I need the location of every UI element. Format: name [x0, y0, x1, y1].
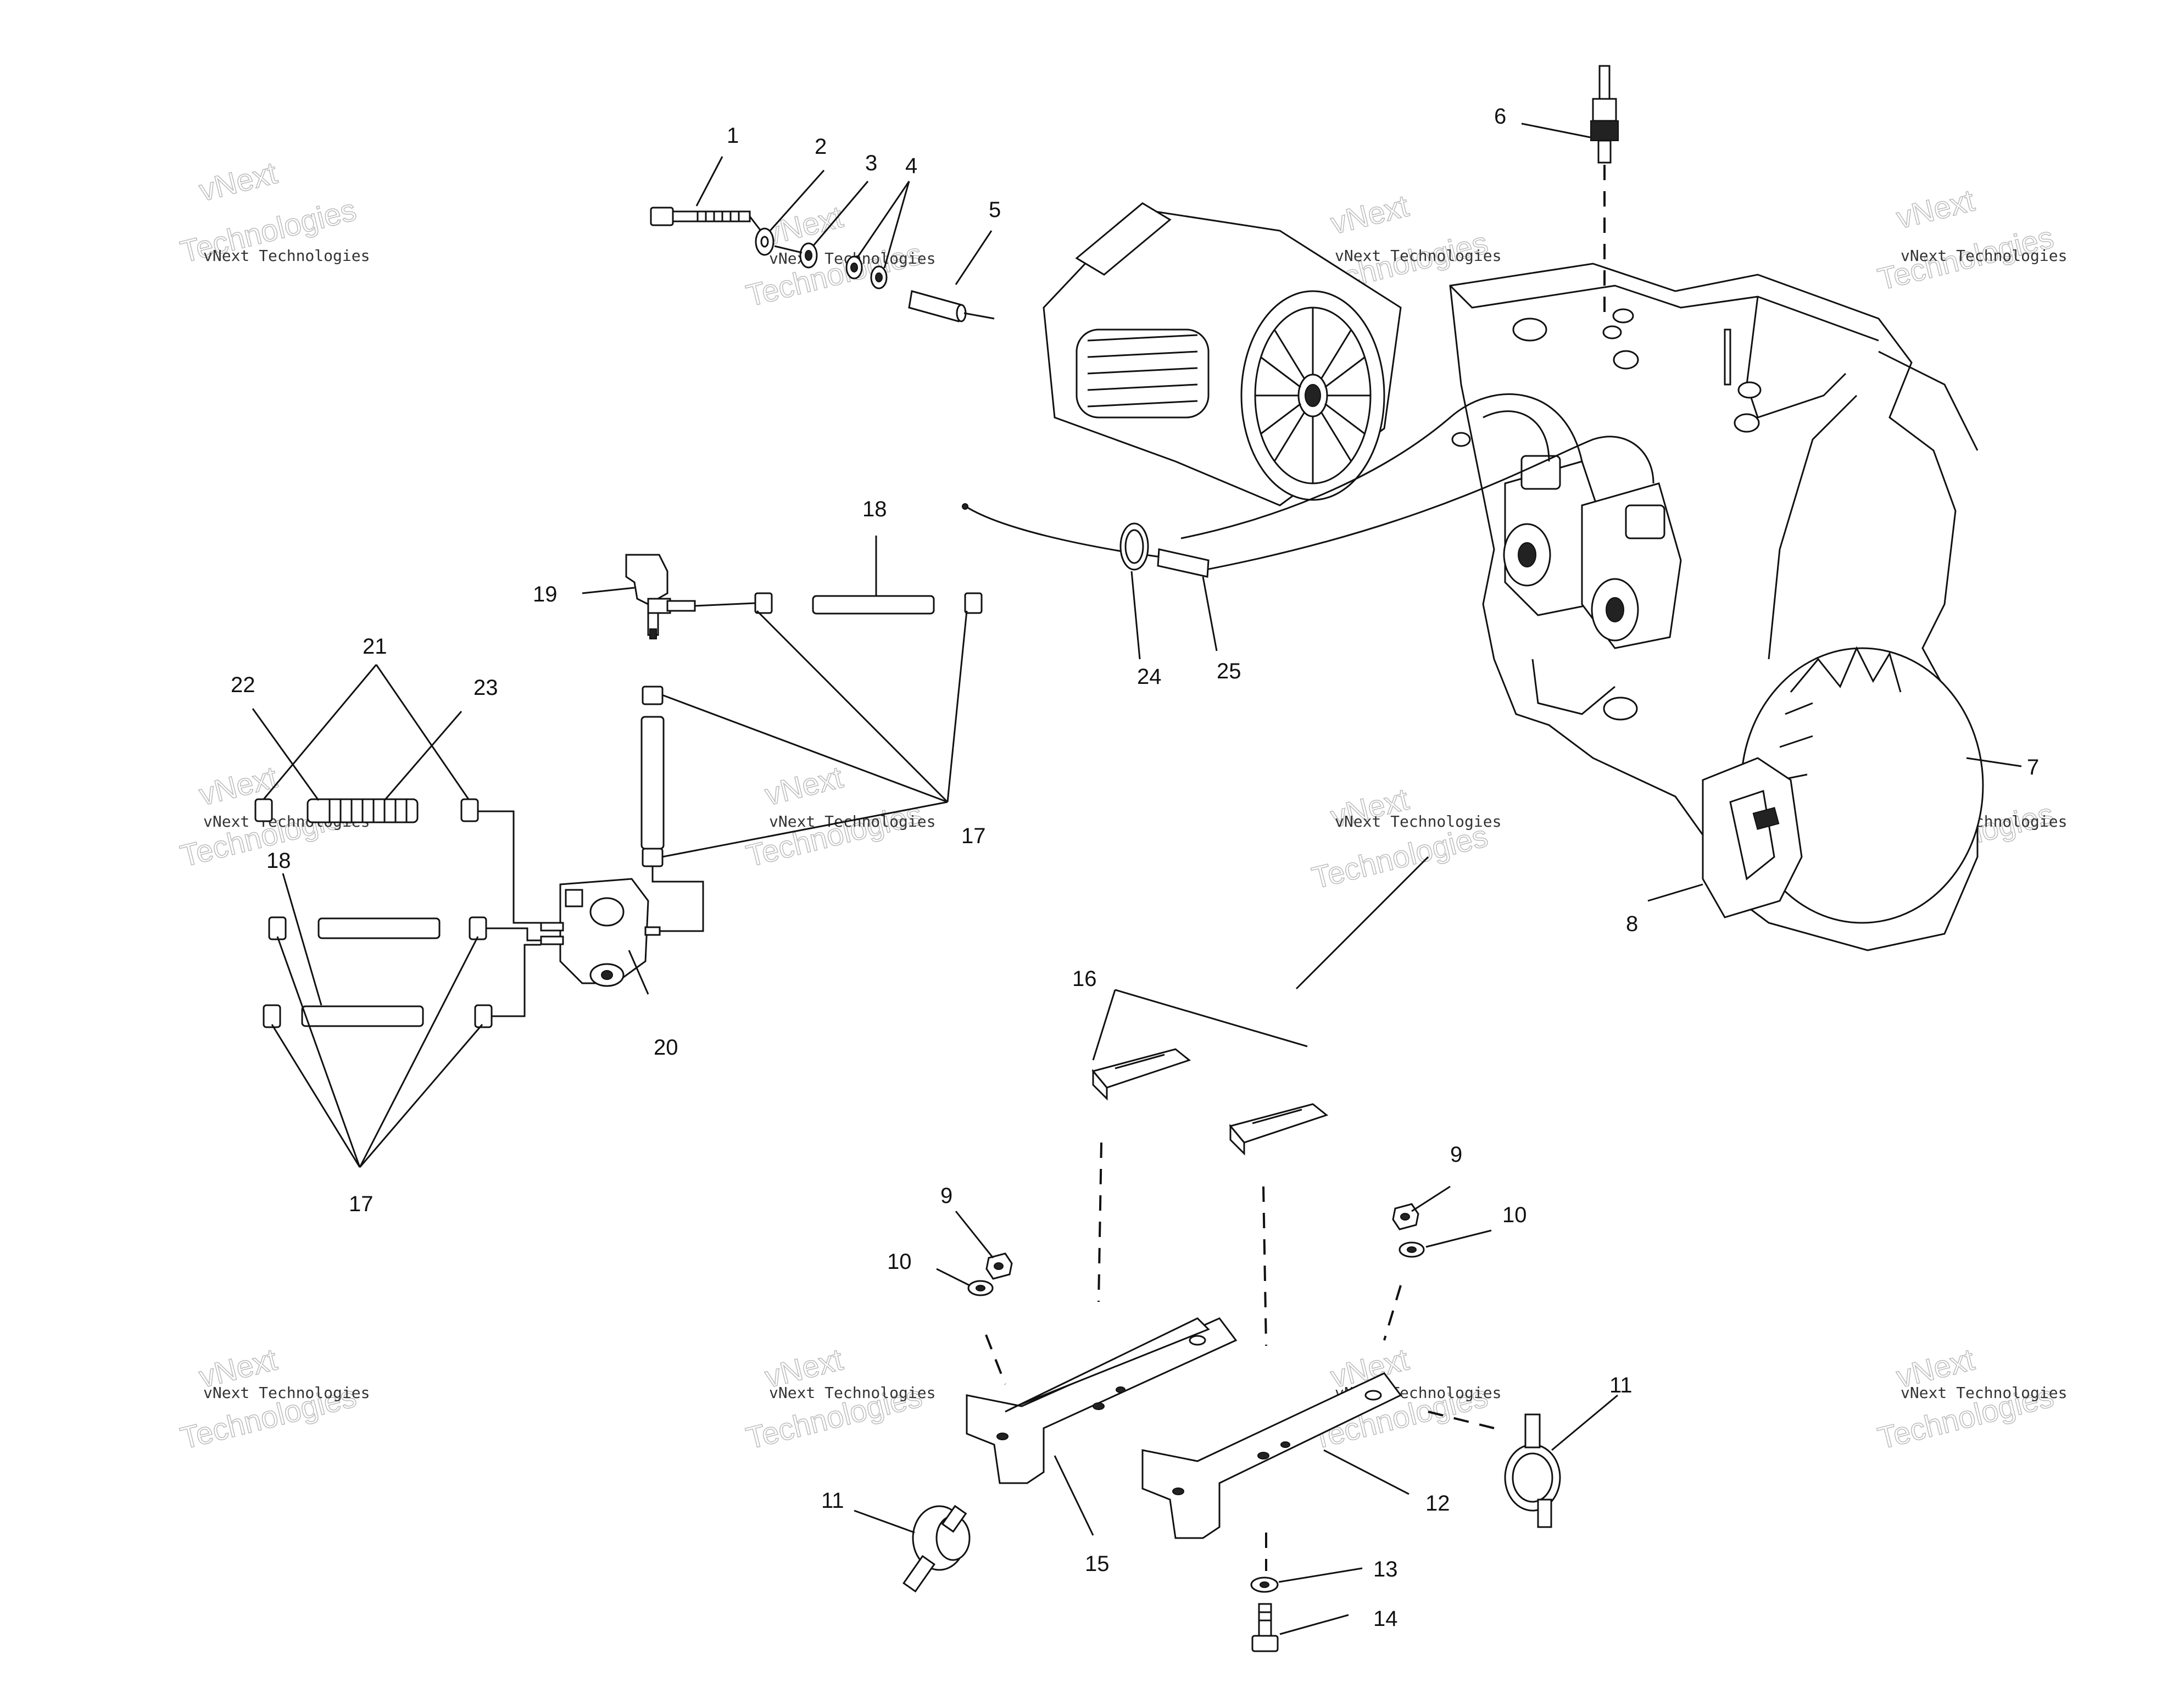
callout-9: 9 [940, 1184, 952, 1208]
svg-text:vNext: vNext [1893, 182, 1978, 235]
watermark: vNext Technologies [742, 759, 926, 874]
callout-6: 6 [1494, 104, 1506, 129]
callout-25: 25 [1217, 659, 1241, 683]
callout-5: 5 [989, 198, 1001, 222]
fuel-pump-part-20 [540, 878, 661, 987]
engine-block [1180, 263, 1984, 951]
clamp [754, 592, 773, 614]
clamp [964, 592, 983, 614]
callout-24: 24 [1137, 665, 1162, 689]
bolt-assembly [650, 207, 995, 322]
watermark-text: vNext Technologies [203, 247, 370, 265]
svg-text:vNext: vNext [196, 155, 281, 208]
watermark-text: vNext Technologies [1901, 1384, 2067, 1402]
spacer-part-5 [908, 290, 995, 322]
callout-8: 8 [1626, 912, 1638, 936]
callout-17: 17 [961, 824, 986, 848]
callout-4: 4 [905, 154, 917, 178]
cable-clamp-parts [962, 503, 1210, 578]
nut-part-9 [985, 1203, 1419, 1280]
svg-text:vNext: vNext [1327, 188, 1412, 241]
callout-18: 18 [862, 497, 887, 521]
carburetors [1503, 455, 1682, 721]
callout-17: 17 [349, 1192, 374, 1216]
engine-mounts [902, 856, 1561, 1652]
leader-lines [252, 122, 2022, 1635]
spark-plug-part-6 [1590, 65, 1619, 319]
callout-12: 12 [1425, 1491, 1450, 1516]
drive-clutch [1043, 202, 1402, 506]
callout-3: 3 [865, 151, 877, 175]
callout-19: 19 [533, 582, 558, 606]
washer-part-2 [755, 227, 775, 256]
washer-part-3 [799, 242, 818, 269]
watermark-text: vNext Technologies [1901, 247, 2067, 265]
callout-11: 11 [1609, 1373, 1633, 1397]
plate-part-16 [1091, 1048, 1329, 1156]
callout-1: 1 [727, 124, 739, 148]
callout-23: 23 [473, 676, 498, 700]
callout-7: 7 [2027, 755, 2039, 779]
watermark-text: vNext Technologies [769, 812, 935, 831]
watermark-text: vNext Technologies [1335, 812, 1501, 831]
tee-fitting-part-19 [625, 554, 696, 639]
callout-9: 9 [1450, 1143, 1462, 1167]
bracket-part-12 [1141, 1372, 1402, 1539]
bracket-part-15 [966, 1317, 1238, 1484]
callout-21: 21 [363, 634, 387, 659]
fuel-system [254, 554, 983, 1028]
callout-2: 2 [815, 135, 827, 159]
watermark: vNext Technologies [1874, 182, 2057, 297]
bolt-part-14 [1251, 1603, 1279, 1652]
callout-13: 13 [1373, 1557, 1398, 1581]
callout-22: 22 [231, 673, 255, 697]
callout-labels: 1 2 3 4 5 6 7 8 9 9 10 10 11 11 12 13 14… [231, 104, 2039, 1631]
callout-15: 15 [1085, 1552, 1110, 1576]
callout-10: 10 [887, 1250, 912, 1274]
callout-18: 18 [266, 849, 291, 873]
callout-16: 16 [1072, 967, 1097, 991]
watermark-text: vNext Technologies [769, 1384, 935, 1402]
svg-text:vNext: vNext [761, 759, 846, 812]
callout-11: 11 [821, 1489, 844, 1513]
watermark-text: vNext Technologies [1335, 247, 1501, 265]
bolt-part-1 [650, 207, 751, 226]
washer-part-4 [845, 255, 888, 289]
watermark-text: vNext Technologies [203, 1384, 370, 1402]
callout-20: 20 [654, 1035, 678, 1060]
fuel-line [812, 595, 935, 615]
mount-part-11 [902, 1413, 1561, 1593]
callout-10: 10 [1502, 1203, 1527, 1227]
callout-14: 14 [1373, 1607, 1398, 1631]
